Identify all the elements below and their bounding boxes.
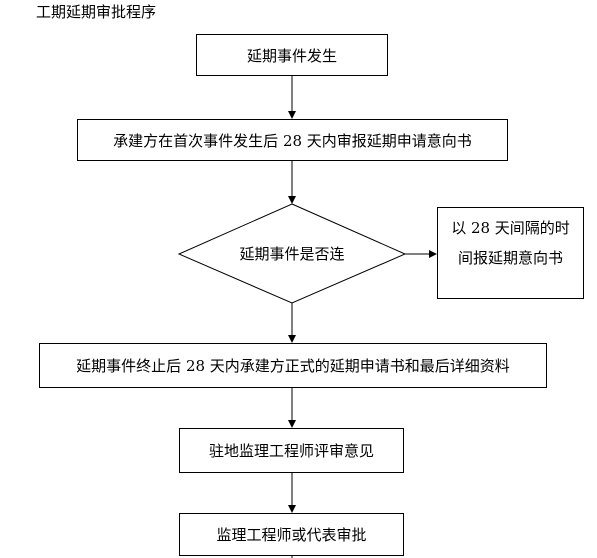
node-formal-application-label: 延期事件终止后 28 天内承建方正式的延期申请书和最后详细资料 — [76, 357, 510, 375]
node-chief-engineer-approval-label: 监理工程师或代表审批 — [216, 526, 367, 544]
side-note-line-1: 以 28 天间隔的时 — [451, 219, 570, 237]
node-formal-application: 延期事件终止后 28 天内承建方正式的延期申请书和最后详细资料 — [39, 343, 547, 388]
node-delay-event-label: 延期事件发生 — [246, 46, 337, 65]
node-side-note: 以 28 天间隔的时 间报延期意向书 — [437, 207, 584, 299]
node-notice-28d-label: 承建方在首次事件发生后 28 天内审报延期申请意向书 — [113, 131, 472, 150]
node-notice-28d: 承建方在首次事件发生后 28 天内审报延期申请意向书 — [77, 119, 508, 161]
node-delay-event: 延期事件发生 — [196, 34, 388, 76]
decision-label: 延期事件是否连 — [239, 245, 345, 263]
side-note-line-2: 间报延期意向书 — [457, 249, 563, 267]
page-title: 工期延期审批程序 — [36, 3, 157, 21]
node-site-supervisor-review-label: 驻地监理工程师评审意见 — [208, 442, 374, 460]
node-site-supervisor-review: 驻地监理工程师评审意见 — [179, 428, 404, 473]
node-chief-engineer-approval: 监理工程师或代表审批 — [179, 513, 404, 556]
